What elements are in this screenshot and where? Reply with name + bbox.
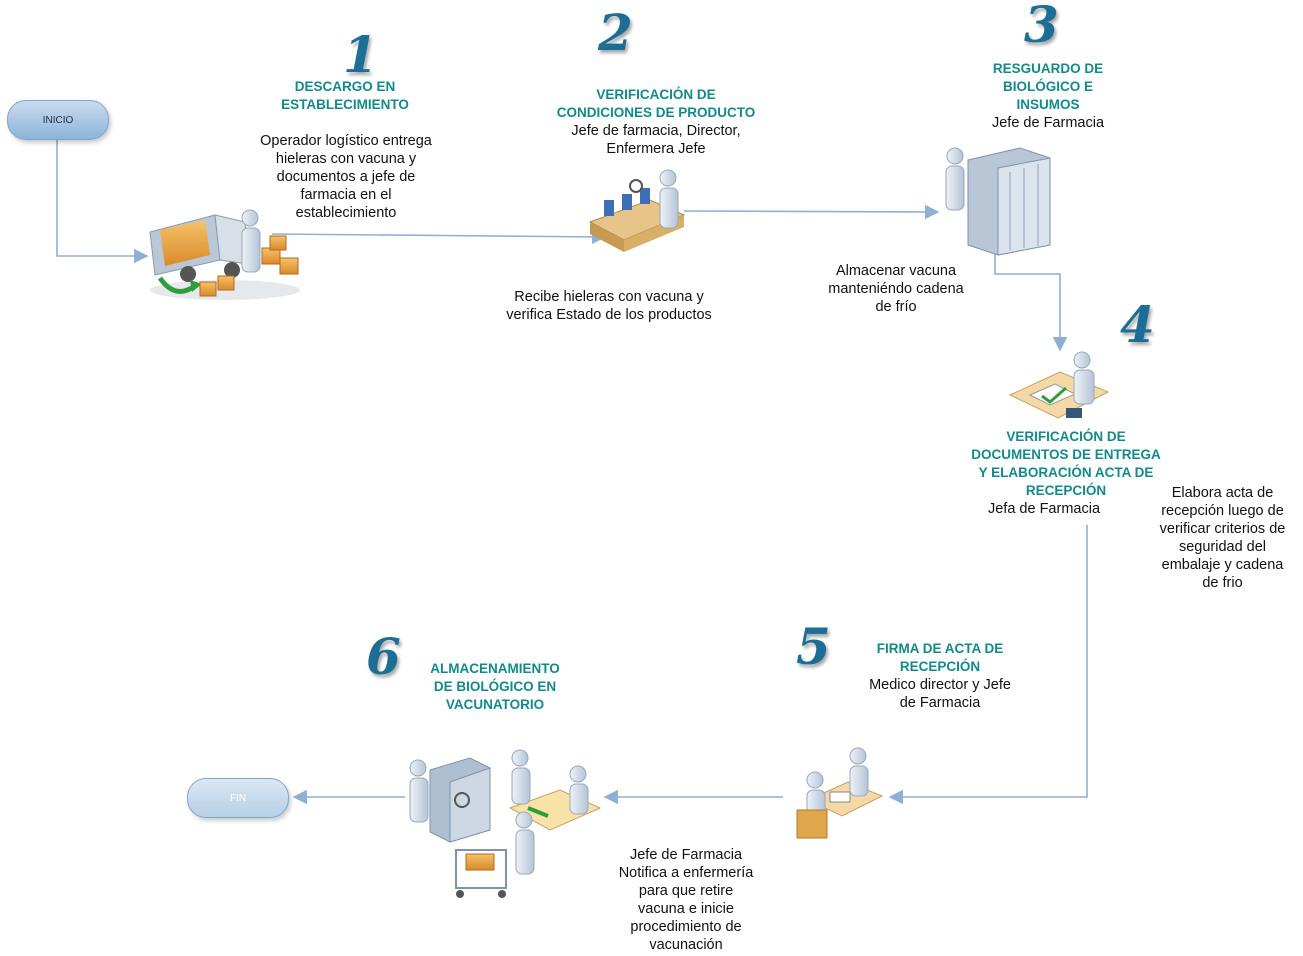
- delivery-truck-icon: [149, 209, 300, 300]
- document-desk-icon: [1008, 351, 1110, 419]
- step-4-actors: Jefa de Farmacia: [987, 501, 1101, 517]
- storage-safe-icon: [409, 749, 602, 898]
- signing-meeting-icon: [796, 747, 884, 839]
- connectors: [56, 140, 1088, 805]
- step-3-actors: Jefe de Farmacia: [991, 115, 1105, 131]
- step-1-number: 1: [343, 25, 378, 84]
- server-storage-icon: [945, 147, 1051, 256]
- end-terminal: FIN: [187, 778, 289, 818]
- connector-1-to-2: [271, 229, 607, 245]
- step-5-number: 5: [796, 617, 831, 676]
- step-2-number: 2: [598, 3, 633, 62]
- step-2-actors: Jefe de farmacia, Director,Enfermera Jef…: [571, 123, 741, 157]
- step-6-number: 6: [366, 627, 401, 686]
- step-4-number: 4: [1120, 295, 1155, 354]
- step-3-number: 3: [1024, 0, 1059, 54]
- connector-start-to-1: [56, 140, 149, 264]
- connector-4-to-5: [888, 525, 1088, 805]
- inspection-conveyor-icon: [588, 169, 686, 252]
- connector-3-to-4: [994, 250, 1068, 352]
- start-terminal: INICIO: [7, 100, 109, 140]
- connector-2-to-3: [683, 204, 940, 220]
